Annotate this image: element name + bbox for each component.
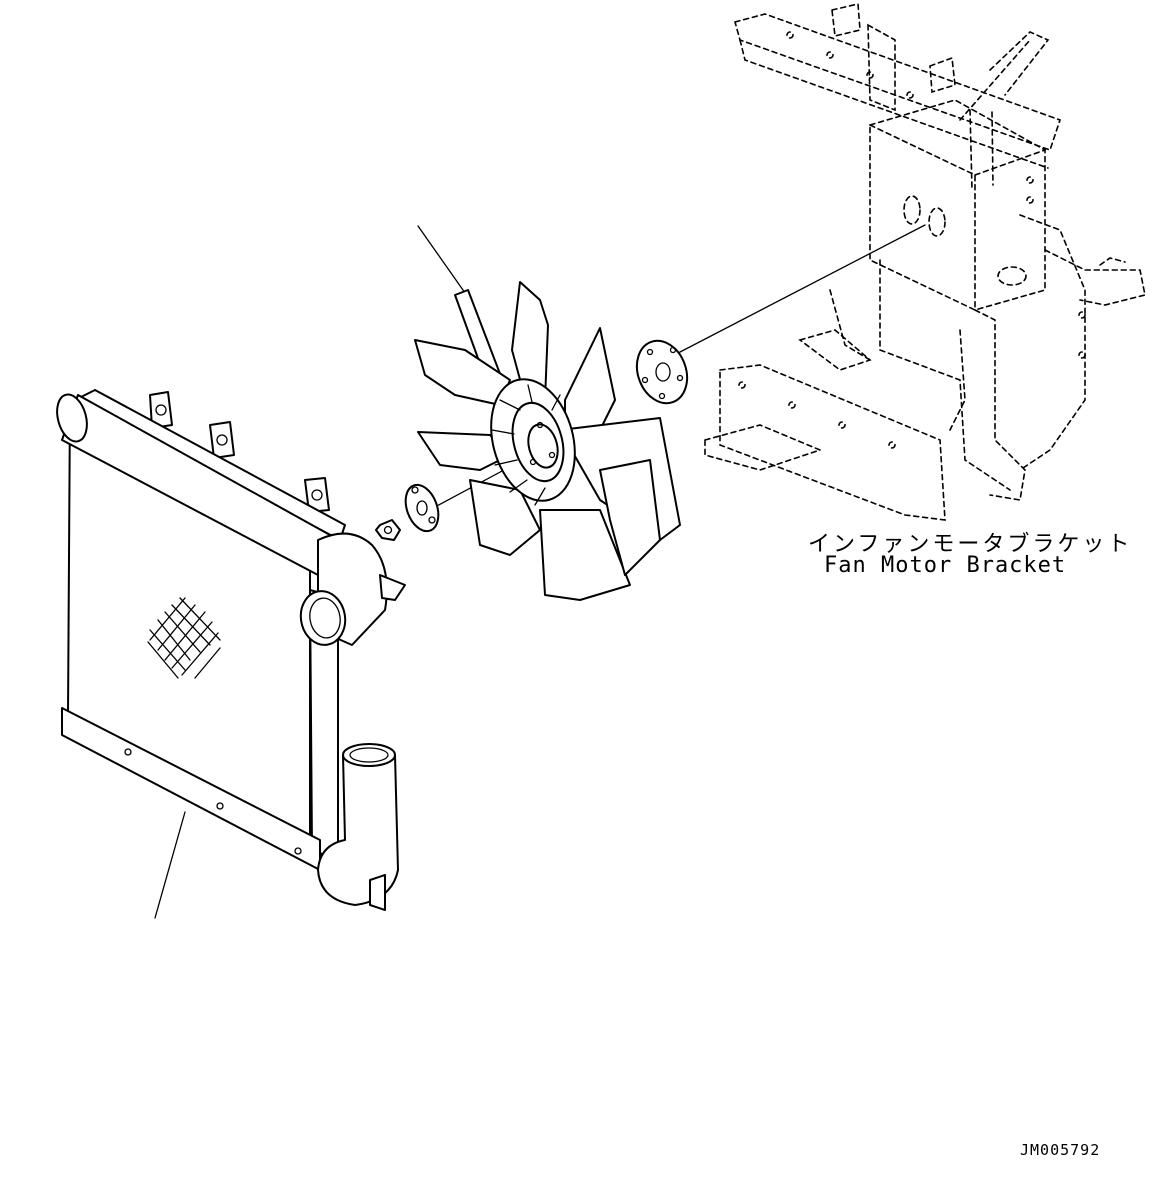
fan-motor-bracket <box>704 3 1146 521</box>
fan-flange-plate <box>635 339 689 405</box>
drawing-code: JM005792 <box>1020 1141 1101 1159</box>
aftercooler-core <box>56 389 406 911</box>
aftercooler-leader-line <box>154 811 186 919</box>
washer-and-nut <box>375 483 440 541</box>
part-label-japanese: インファンモータブラケット <box>808 532 1133 557</box>
part-label-english: Fan Motor Bracket <box>824 553 1067 578</box>
cooling-fan <box>414 281 681 601</box>
fan-leader-line <box>417 225 471 301</box>
